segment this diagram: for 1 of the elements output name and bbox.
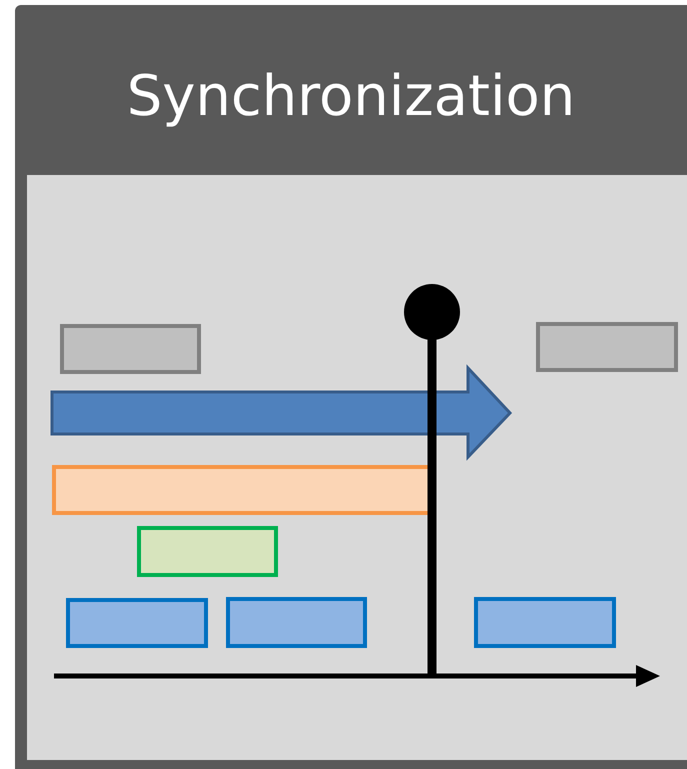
title: Synchronization (126, 63, 576, 131)
